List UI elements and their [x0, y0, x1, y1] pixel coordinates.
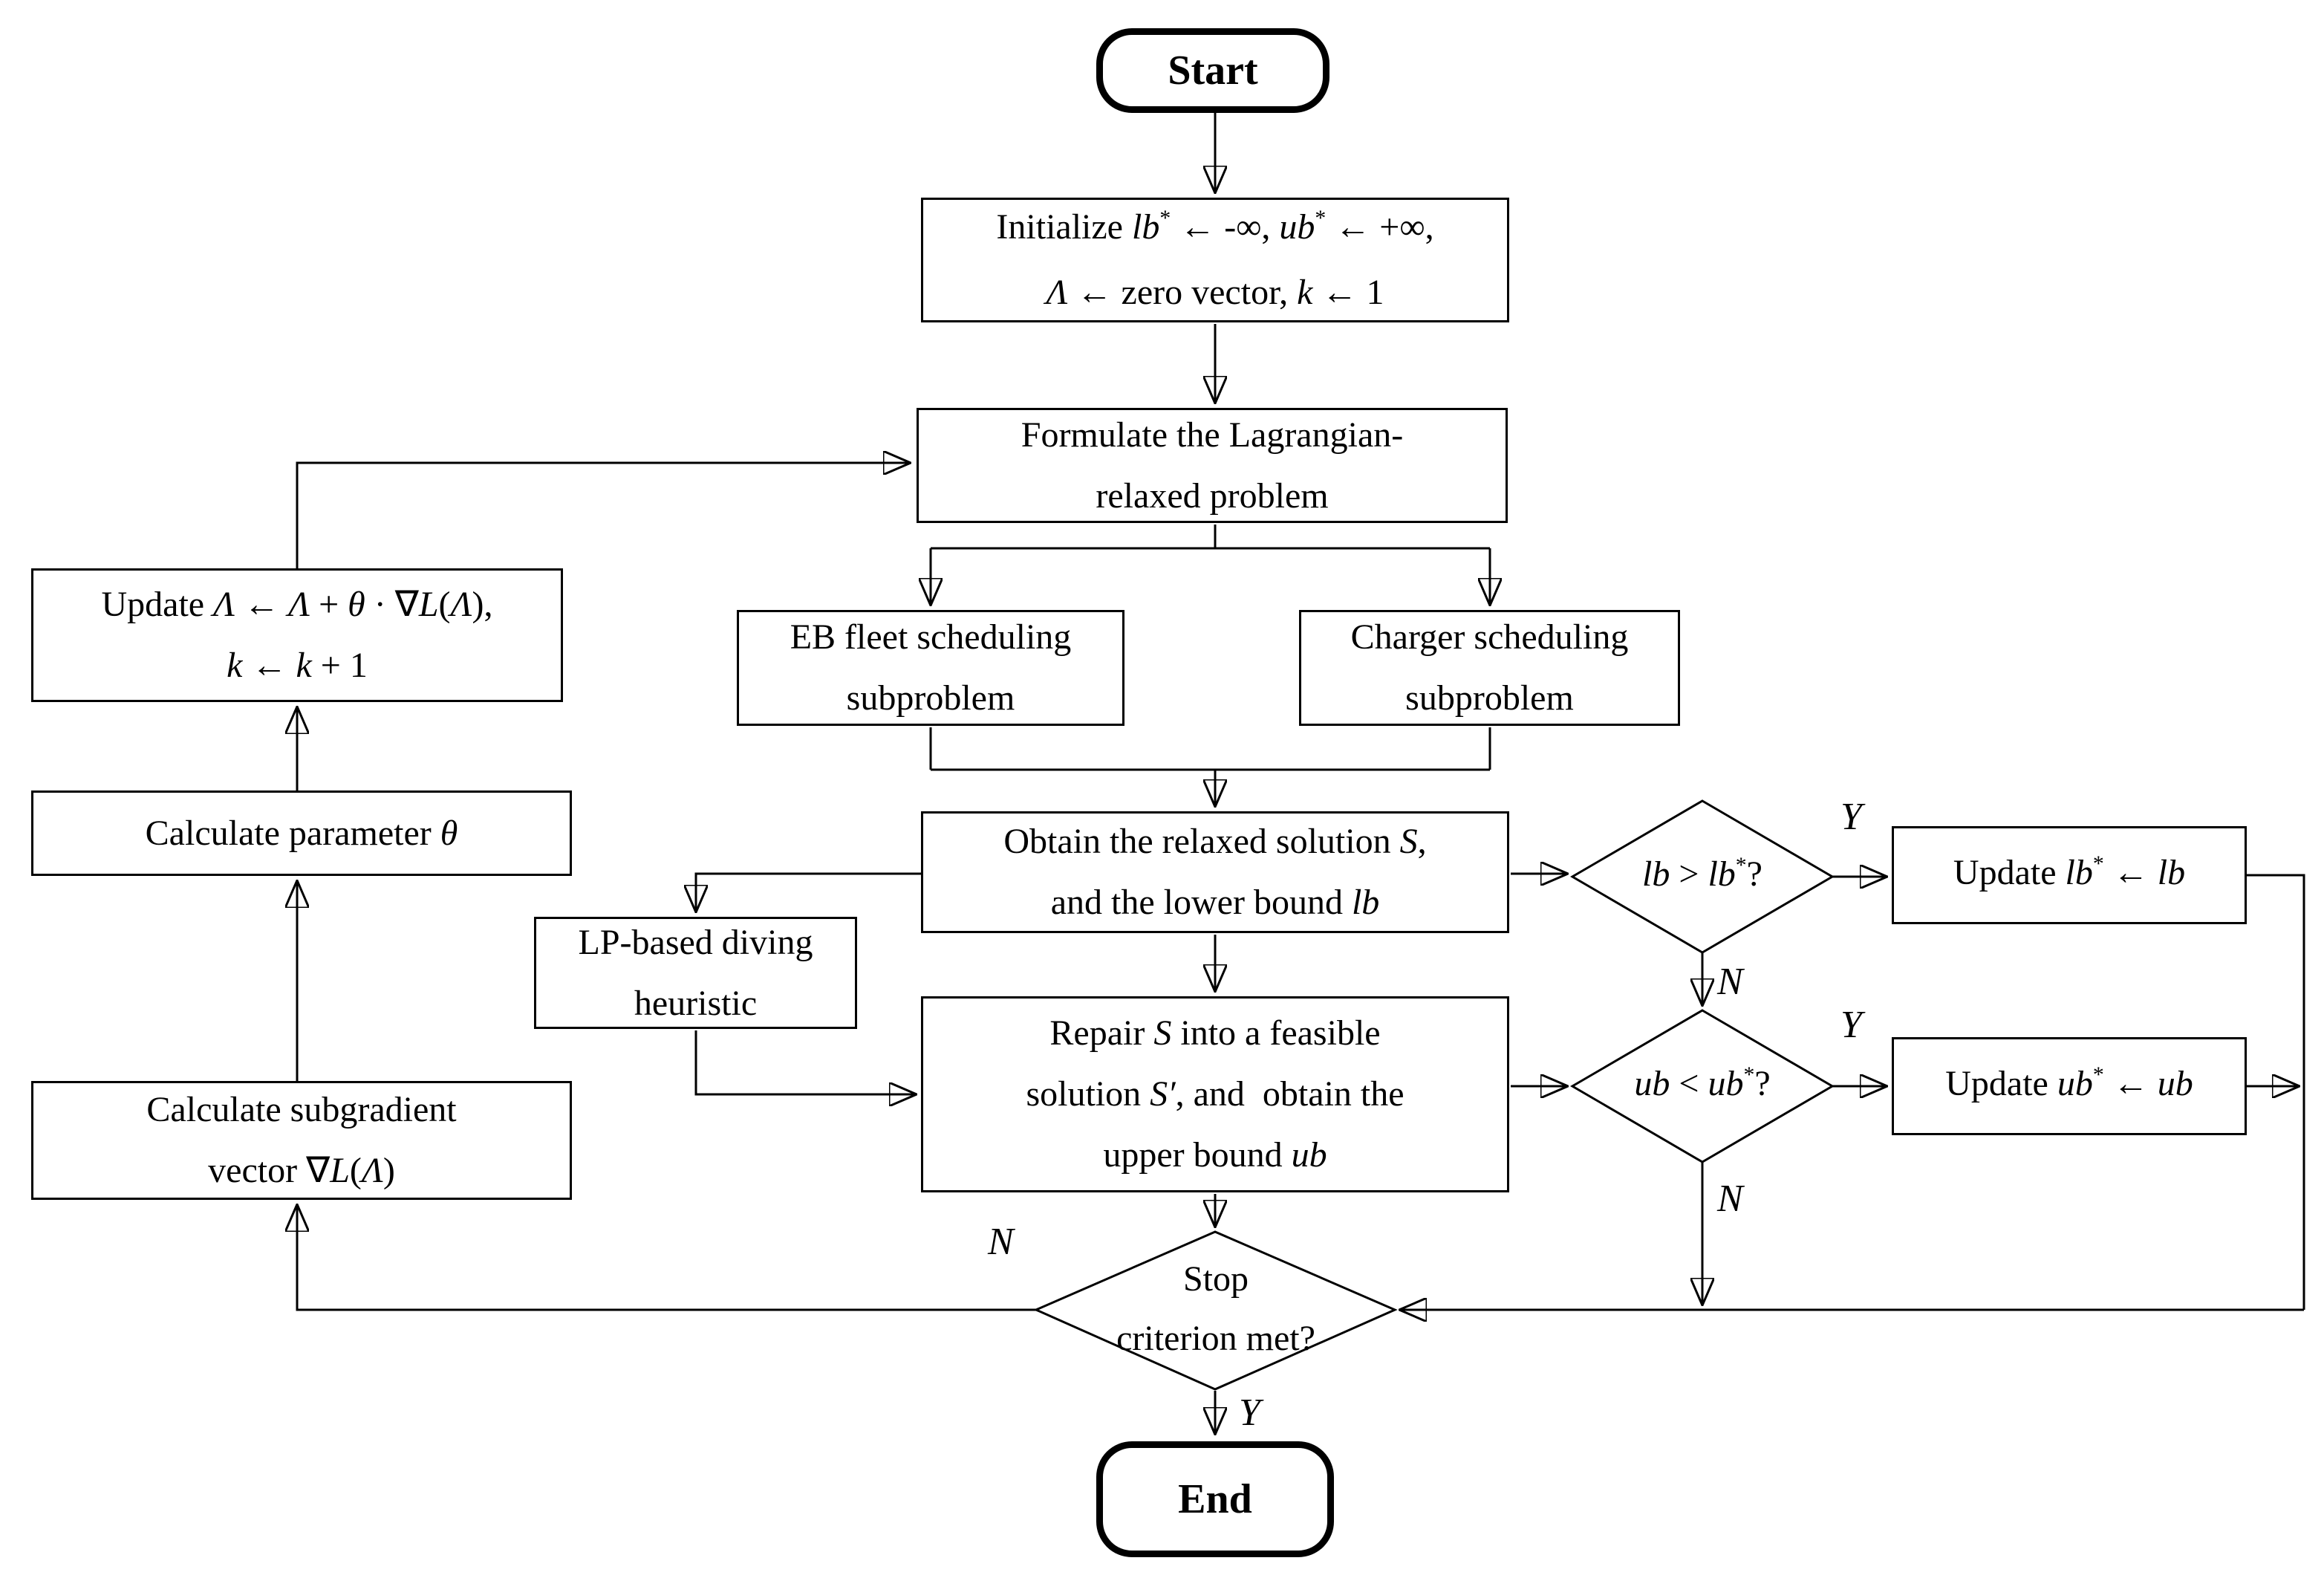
text-line: k ← k + 1	[227, 646, 368, 685]
text-line: Update Λ ← Λ + θ · ∇L(Λ),	[101, 585, 493, 624]
text-line: subproblem	[846, 678, 1015, 718]
text-line: criterion met?	[1116, 1319, 1315, 1358]
formulate-box: Formulate the Lagrangian- relaxed proble…	[917, 408, 1508, 523]
lp-heuristic-box: LP-based diving heuristic	[534, 917, 857, 1029]
connector-lambda-formulate	[296, 463, 911, 568]
text-line: lb > lb*?	[1642, 853, 1762, 894]
decision-shapes	[1033, 799, 1835, 1391]
edge-label-ub-yes: Y	[1840, 1004, 1862, 1046]
edge-label-lb-no: N	[1717, 961, 1743, 1003]
stop-decision-diamond-shape	[1033, 1230, 1398, 1391]
end-terminal: End	[1096, 1441, 1334, 1557]
stop-decision-label: Stop criterion met?	[1037, 1248, 1395, 1370]
text-line: Calculate parameter θ	[145, 813, 458, 853]
end-label: End	[1178, 1476, 1252, 1522]
text-line: Update lb* ← lb	[1953, 851, 2186, 892]
text-line: Obtain the relaxed solution S,	[1003, 822, 1427, 861]
text-line: and the lower bound lb	[1050, 883, 1380, 922]
text-line: Stop	[1182, 1259, 1249, 1299]
text-line: LP-based diving	[578, 922, 813, 962]
lb-decision-label: lb > lb*?	[1572, 840, 1832, 914]
connector-updatelb-rail	[2247, 874, 2305, 1310]
connector-obtain-lp	[696, 872, 921, 912]
connector-stop-no-subgradient	[297, 1204, 1036, 1311]
text-line: vector ∇L(Λ)	[208, 1151, 395, 1190]
initialize-box: Initialize lb* ← -∞, ub* ← +∞, Λ ← zero …	[921, 198, 1509, 322]
text-line: EB fleet scheduling	[790, 617, 1072, 657]
start-terminal: Start	[1096, 28, 1329, 113]
text-line: Initialize lb* ← -∞, ub* ← +∞,	[996, 206, 1434, 247]
text-line: heuristic	[634, 983, 758, 1023]
edge-label-lb-yes: Y	[1840, 796, 1862, 838]
text-line: solution S′, and obtain the	[1026, 1074, 1405, 1114]
update-ub-box: Update ub* ← ub	[1892, 1037, 2247, 1135]
start-label: Start	[1168, 48, 1258, 94]
text-line: Λ ← zero vector, k ← 1	[1046, 273, 1384, 312]
text-line: Repair S into a feasible	[1049, 1013, 1381, 1053]
text-line: subproblem	[1405, 678, 1574, 718]
edge-label-stop-yes: Y	[1239, 1392, 1260, 1434]
calc-subgradient-box: Calculate subgradient vector ∇L(Λ)	[31, 1081, 572, 1200]
eb-subproblem-box: EB fleet scheduling subproblem	[737, 610, 1124, 726]
obtain-solution-box: Obtain the relaxed solution S, and the l…	[921, 811, 1509, 933]
repair-box: Repair S into a feasible solution S′, an…	[921, 996, 1509, 1192]
edge-label-ub-no: N	[1717, 1178, 1743, 1220]
text-line: Charger scheduling	[1350, 617, 1629, 657]
text-line: Formulate the Lagrangian-	[1021, 415, 1404, 455]
edge-label-stop-no: N	[988, 1221, 1014, 1263]
text-line: ub < ub*?	[1634, 1062, 1771, 1103]
ub-decision-label: ub < ub*?	[1572, 1049, 1832, 1123]
update-lambda-box: Update Λ ← Λ + θ · ∇L(Λ), k ← k + 1	[31, 568, 563, 702]
text-line: relaxed problem	[1096, 475, 1329, 516]
ub-decision-diamond-shape	[1570, 1009, 1835, 1163]
connector-lp-repair	[694, 1030, 917, 1094]
charger-subproblem-box: Charger scheduling subproblem	[1299, 610, 1680, 726]
calc-theta-box: Calculate parameter θ	[31, 790, 572, 876]
text-line: upper bound ub	[1103, 1135, 1327, 1175]
connectors	[296, 113, 2305, 1435]
update-lb-box: Update lb* ← lb	[1892, 826, 2247, 924]
text-line: Calculate subgradient	[146, 1090, 457, 1129]
text-line: Update ub* ← ub	[1945, 1062, 2193, 1103]
lb-decision-diamond-shape	[1570, 799, 1835, 954]
